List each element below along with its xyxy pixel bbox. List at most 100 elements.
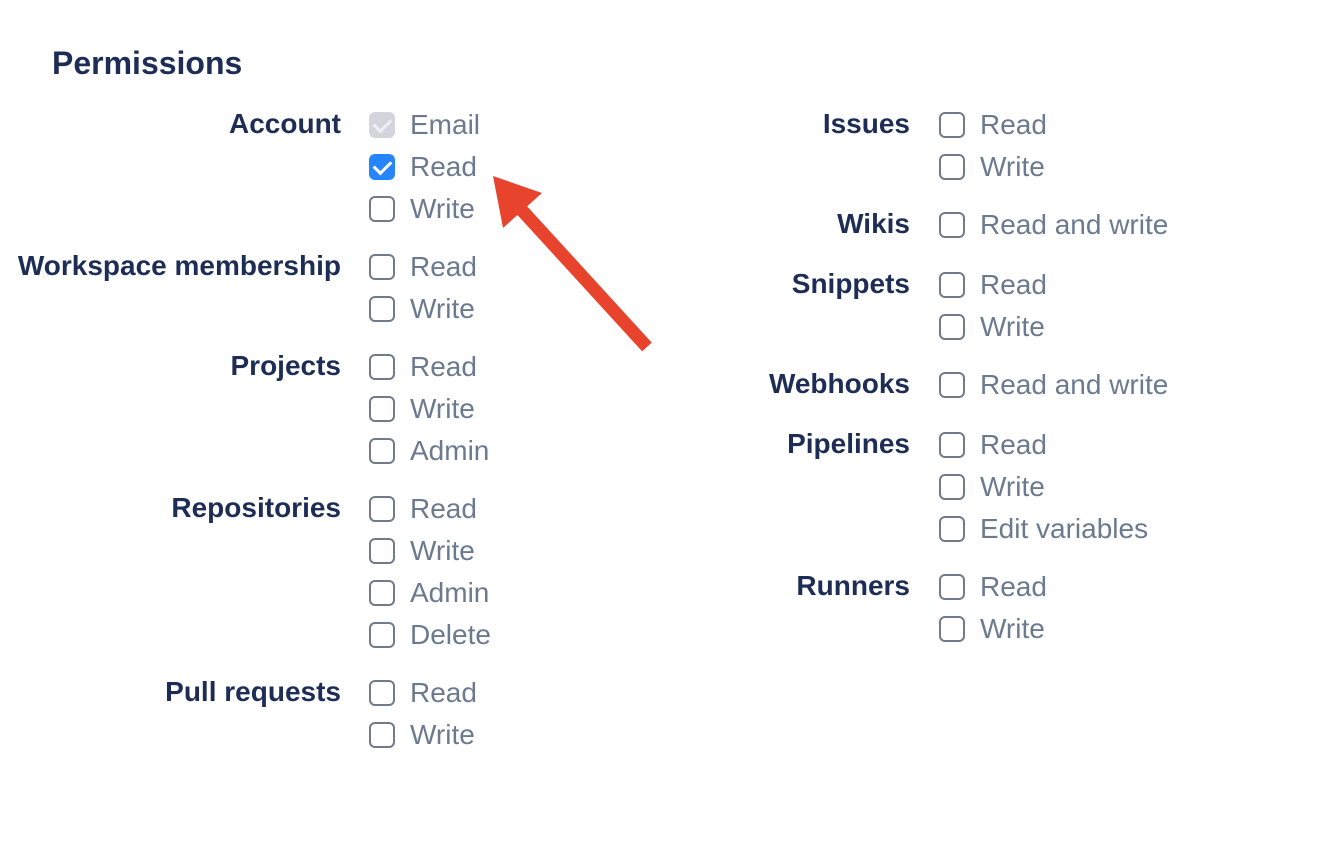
checkbox-row-snippets-write[interactable]: Write bbox=[939, 311, 1047, 342]
checkbox-label-pipelines-write: Write bbox=[980, 471, 1045, 502]
checkbox-wikis-read-and-write[interactable] bbox=[939, 212, 965, 238]
checkbox-label-issues-write: Write bbox=[980, 151, 1045, 182]
checkbox-pull-requests-write[interactable] bbox=[369, 722, 395, 748]
checkbox-label-webhooks-read-and-write: Read and write bbox=[980, 369, 1169, 400]
checkbox-row-snippets-read[interactable]: Read bbox=[939, 269, 1047, 300]
checkbox-label-projects-write: Write bbox=[410, 393, 475, 424]
checkbox-label-account-write: Write bbox=[410, 193, 475, 224]
checkbox-label-pipelines-read: Read bbox=[980, 429, 1047, 460]
checkbox-pipelines-read[interactable] bbox=[939, 432, 965, 458]
checkbox-pull-requests-read[interactable] bbox=[369, 680, 395, 706]
checkbox-label-pull-requests-read: Read bbox=[410, 677, 477, 708]
checkbox-snippets-write[interactable] bbox=[939, 314, 965, 340]
checkbox-row-runners-read[interactable]: Read bbox=[939, 571, 1047, 602]
checkbox-projects-write[interactable] bbox=[369, 396, 395, 422]
checkbox-issues-read[interactable] bbox=[939, 112, 965, 138]
checkbox-runners-read[interactable] bbox=[939, 574, 965, 600]
permission-group-wikis: Wikis Read and write bbox=[600, 208, 1169, 240]
checkbox-row-wikis-read-and-write[interactable]: Read and write bbox=[939, 209, 1169, 240]
checkbox-row-runners-write[interactable]: Write bbox=[939, 613, 1047, 644]
permission-group-label-projects: Projects bbox=[230, 350, 342, 381]
checkbox-account-email bbox=[369, 112, 395, 138]
checkbox-label-account-email: Email bbox=[410, 109, 481, 140]
checkbox-row-repositories-admin[interactable]: Admin bbox=[369, 577, 491, 608]
checkbox-repositories-admin[interactable] bbox=[369, 580, 395, 606]
checkbox-row-repositories-read[interactable]: Read bbox=[369, 493, 491, 524]
checkbox-workspace-membership-read[interactable] bbox=[369, 254, 395, 280]
checkbox-label-runners-write: Write bbox=[980, 613, 1045, 644]
checkbox-label-snippets-write: Write bbox=[980, 311, 1045, 342]
checkbox-row-workspace-membership-read[interactable]: Read bbox=[369, 251, 477, 282]
permission-group-label-pull-requests: Pull requests bbox=[165, 676, 341, 707]
permission-group-label-issues: Issues bbox=[822, 108, 910, 139]
checkbox-account-read[interactable] bbox=[369, 154, 395, 180]
checkbox-repositories-write[interactable] bbox=[369, 538, 395, 564]
checkbox-issues-write[interactable] bbox=[939, 154, 965, 180]
checkbox-row-account-read[interactable]: Read bbox=[369, 151, 480, 182]
checkbox-repositories-read[interactable] bbox=[369, 496, 395, 522]
checkbox-row-projects-admin[interactable]: Admin bbox=[369, 435, 489, 466]
checkbox-repositories-delete[interactable] bbox=[369, 622, 395, 648]
checkbox-label-wikis-read-and-write: Read and write bbox=[980, 209, 1169, 240]
permission-group-label-snippets: Snippets bbox=[791, 268, 910, 299]
permission-group-label-workspace-membership: Workspace membership bbox=[17, 250, 341, 281]
checkbox-row-webhooks-read-and-write[interactable]: Read and write bbox=[939, 369, 1169, 400]
checkbox-row-issues-read[interactable]: Read bbox=[939, 109, 1047, 140]
checkbox-row-account-write[interactable]: Write bbox=[369, 193, 480, 224]
permission-group-label-account: Account bbox=[229, 108, 341, 139]
permission-group-webhooks: Webhooks Read and write bbox=[600, 368, 1169, 400]
checkbox-row-issues-write[interactable]: Write bbox=[939, 151, 1047, 182]
permission-group-label-pipelines: Pipelines bbox=[787, 428, 910, 459]
permission-group-label-webhooks: Webhooks bbox=[768, 368, 910, 399]
checkbox-label-projects-read: Read bbox=[410, 351, 477, 382]
checkbox-row-pipelines-read[interactable]: Read bbox=[939, 429, 1148, 460]
checkbox-projects-read[interactable] bbox=[369, 354, 395, 380]
checkbox-row-pipelines-edit-variables[interactable]: Edit variables bbox=[939, 513, 1149, 544]
checkbox-row-pull-requests-read[interactable]: Read bbox=[369, 677, 477, 708]
checkbox-label-repositories-delete: Delete bbox=[410, 619, 491, 650]
checkbox-row-projects-write[interactable]: Write bbox=[369, 393, 489, 424]
checkbox-row-pull-requests-write[interactable]: Write bbox=[369, 719, 477, 750]
checkbox-row-account-email: Email bbox=[369, 109, 481, 140]
checkbox-label-pull-requests-write: Write bbox=[410, 719, 475, 750]
checkbox-projects-admin[interactable] bbox=[369, 438, 395, 464]
checkbox-snippets-read[interactable] bbox=[939, 272, 965, 298]
checkbox-pipelines-write[interactable] bbox=[939, 474, 965, 500]
checkbox-webhooks-read-and-write[interactable] bbox=[939, 372, 965, 398]
checkbox-runners-write[interactable] bbox=[939, 616, 965, 642]
checkbox-label-snippets-read: Read bbox=[980, 269, 1047, 300]
checkbox-label-repositories-admin: Admin bbox=[410, 577, 490, 608]
checkbox-label-repositories-write: Write bbox=[410, 535, 475, 566]
permission-group-label-wikis: Wikis bbox=[837, 208, 910, 239]
checkbox-row-repositories-write[interactable]: Write bbox=[369, 535, 491, 566]
checkbox-account-write[interactable] bbox=[369, 196, 395, 222]
checkbox-label-runners-read: Read bbox=[980, 571, 1047, 602]
checkbox-row-workspace-membership-write[interactable]: Write bbox=[369, 293, 477, 324]
checkbox-pipelines-edit-variables[interactable] bbox=[939, 516, 965, 542]
checkbox-label-pipelines-edit-variables: Edit variables bbox=[980, 513, 1149, 544]
checkbox-workspace-membership-write[interactable] bbox=[369, 296, 395, 322]
checkbox-row-repositories-delete[interactable]: Delete bbox=[369, 619, 491, 650]
permission-group-label-runners: Runners bbox=[796, 570, 910, 601]
checkbox-label-repositories-read: Read bbox=[410, 493, 477, 524]
checkbox-row-pipelines-write[interactable]: Write bbox=[939, 471, 1148, 502]
checkbox-row-projects-read[interactable]: Read bbox=[369, 351, 489, 382]
checkbox-label-account-read: Read bbox=[410, 151, 477, 182]
